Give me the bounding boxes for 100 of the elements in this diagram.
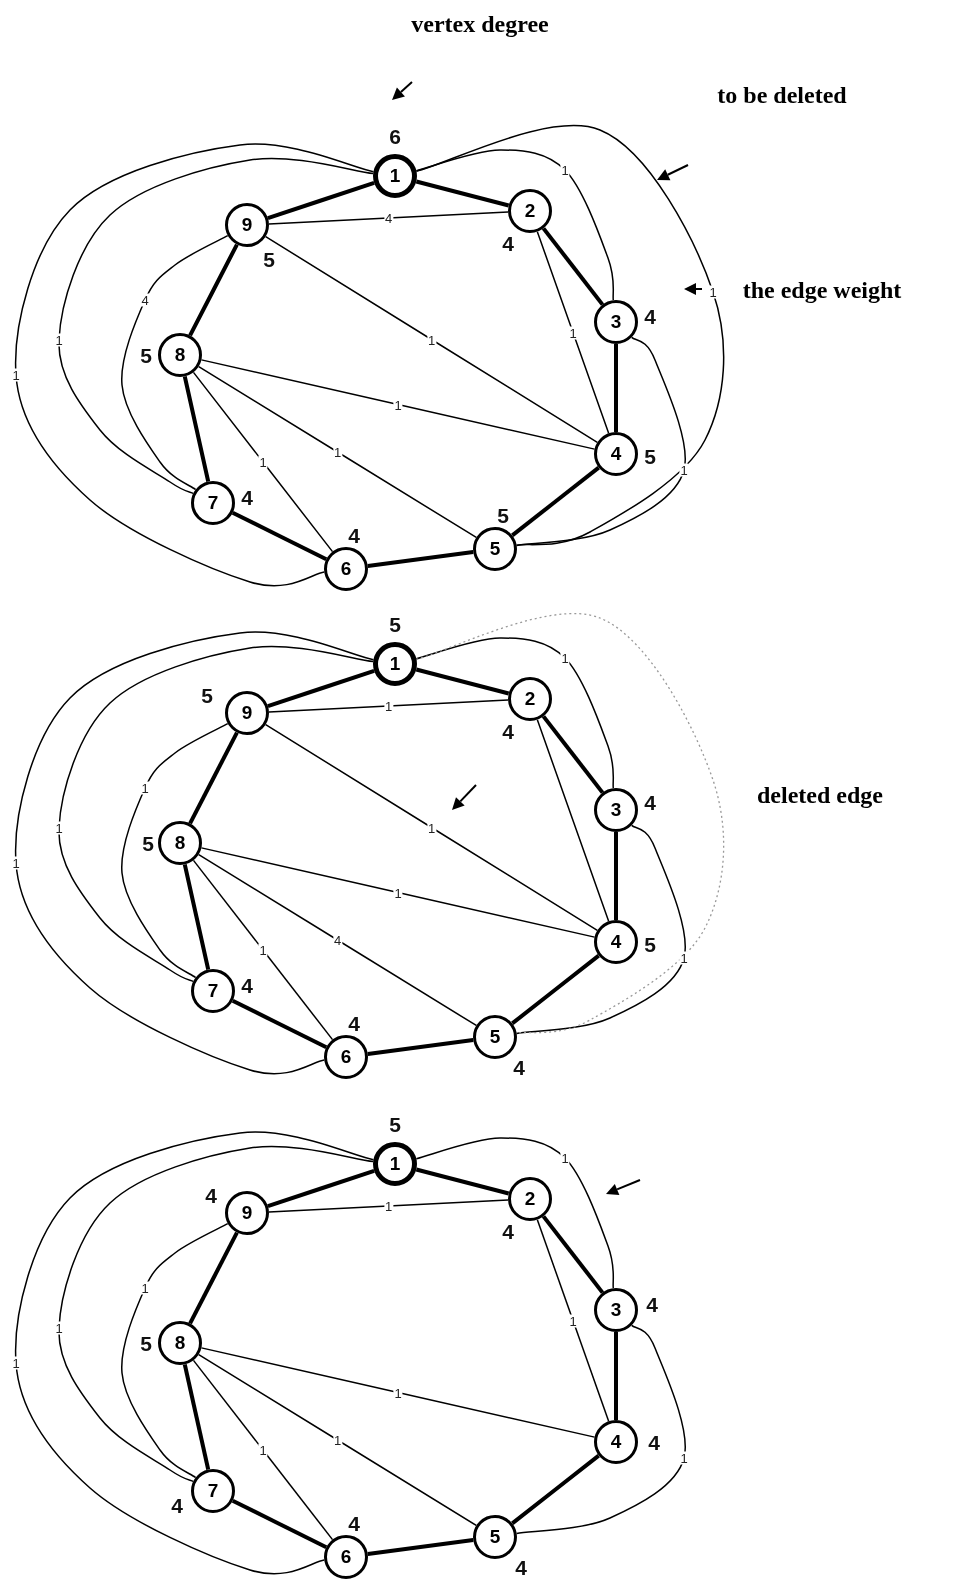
- edge-weight-label: 1: [54, 821, 64, 835]
- annotation-text: deleted edge: [757, 781, 883, 809]
- graph-edge: [268, 211, 509, 225]
- graph-edge: [121, 1222, 229, 1479]
- edge-weight-label: 1: [140, 781, 150, 795]
- edge-weight-label: 1: [11, 368, 21, 382]
- annotation-text: to be deleted: [717, 81, 847, 109]
- edge-weight-label: 1: [332, 1433, 343, 1447]
- edge-weight-label: 4: [383, 211, 394, 225]
- edge-weight-label: 1: [383, 1199, 394, 1213]
- degree-number: 4: [502, 720, 514, 742]
- cycle-edge: [367, 1037, 474, 1057]
- graph-edge: [14, 631, 375, 1075]
- graph-edge: [415, 124, 725, 546]
- cycle-edge: [367, 549, 474, 569]
- graph-edge: [121, 722, 229, 979]
- edge-weight-label: 1: [332, 445, 343, 459]
- edge-weight-label: 1: [708, 285, 718, 299]
- cycle-edge: [415, 1167, 510, 1196]
- cycle-edge: [188, 1231, 239, 1325]
- vertex-circle: 9: [225, 203, 269, 247]
- graph-edge: [264, 235, 599, 444]
- degree-number: 4: [205, 1184, 217, 1206]
- cycle-edge: [541, 715, 605, 794]
- graph-edge: [415, 637, 615, 789]
- cycle-edge: [231, 511, 328, 561]
- cycle-edge: [614, 832, 618, 920]
- graph-edge: [415, 1137, 615, 1289]
- edge-weight-label: 1: [11, 856, 21, 870]
- degree-number: 4: [348, 1512, 360, 1534]
- cycle-edge: [267, 669, 375, 708]
- vertex-circle: 8: [158, 333, 202, 377]
- edge-weight-label: 1: [54, 1321, 64, 1335]
- vertex-circle: 8: [158, 1321, 202, 1365]
- degree-number: 4: [502, 1220, 514, 1242]
- graph-edge: [268, 699, 509, 713]
- graph-edge: [14, 143, 375, 587]
- vertex-circle: 3: [594, 1288, 638, 1332]
- graph-edge: [192, 859, 334, 1041]
- edge-weight-label: 1: [679, 463, 689, 477]
- degree-number: 4: [348, 1012, 360, 1034]
- graph-edge: [536, 719, 610, 922]
- degree-number: 5: [644, 933, 656, 955]
- degree-number: 5: [497, 504, 509, 526]
- cycle-edge: [415, 667, 510, 696]
- edge-weight-label: 1: [258, 455, 268, 469]
- graph-edge: [121, 234, 229, 491]
- vertex-circle: 4: [594, 432, 638, 476]
- cycle-edge: [614, 344, 618, 432]
- degree-number: 5: [140, 1332, 152, 1354]
- edge-weight-label: 1: [393, 1386, 403, 1399]
- vertex-circle: 7: [191, 969, 235, 1013]
- cycle-edge: [182, 1364, 211, 1470]
- cycle-edge: [231, 1499, 328, 1549]
- edge-weight-label: 1: [560, 1151, 570, 1165]
- vertex-circle: 9: [225, 691, 269, 735]
- degree-number: 4: [241, 486, 253, 508]
- degree-number: 4: [648, 1431, 660, 1453]
- graph-edge: [268, 1199, 509, 1213]
- degree-number: 5: [263, 248, 275, 270]
- degree-number: 4: [348, 524, 360, 546]
- degree-number: 5: [644, 445, 656, 467]
- edge-weight-label: 1: [679, 1451, 689, 1465]
- vertex-circle: 3: [594, 300, 638, 344]
- edge-weight-label: 1: [54, 333, 64, 347]
- graph-edge: [198, 1353, 477, 1527]
- edge-weight-label: 1: [426, 333, 437, 346]
- graph-edge: [58, 1145, 374, 1483]
- graph-edge: [200, 847, 596, 938]
- edge-weight-label: 1: [393, 886, 403, 899]
- degree-number: 6: [389, 125, 401, 147]
- degree-number: 5: [140, 344, 152, 366]
- vertex-circle: 7: [191, 1469, 235, 1513]
- vertex-circle: 8: [158, 821, 202, 865]
- graph-edge: [415, 612, 725, 1034]
- cycle-edge: [511, 466, 600, 537]
- vertex-circle: 2: [508, 677, 552, 721]
- edge-weight-label: 1: [11, 1356, 21, 1370]
- degree-number: 4: [502, 232, 514, 254]
- edge-weight-label: 1: [568, 1314, 578, 1327]
- graph-edge: [515, 824, 686, 1035]
- vertex-circle: 5: [473, 527, 517, 571]
- degree-number: 5: [389, 1113, 401, 1135]
- vertex-circle: 6: [324, 1535, 368, 1579]
- cycle-edge: [182, 864, 211, 970]
- graph-edge: [536, 1219, 610, 1422]
- graph-edge: [198, 365, 477, 539]
- graph-edge: [200, 1347, 596, 1438]
- vertex-circle: 4: [594, 1420, 638, 1464]
- degree-number: 5: [201, 684, 213, 706]
- vertex-circle: 2: [508, 1177, 552, 1221]
- edge-weight-label: 1: [568, 326, 578, 339]
- vertex-circle: 6: [324, 547, 368, 591]
- vertex-circle: 6: [324, 1035, 368, 1079]
- annotation-text: vertex degree: [411, 10, 549, 38]
- cycle-edge: [541, 1215, 605, 1294]
- vertex-circle: 9: [225, 1191, 269, 1235]
- cycle-edge: [267, 1169, 375, 1208]
- degree-number: 4: [646, 1293, 658, 1315]
- vertex-circle: 3: [594, 788, 638, 832]
